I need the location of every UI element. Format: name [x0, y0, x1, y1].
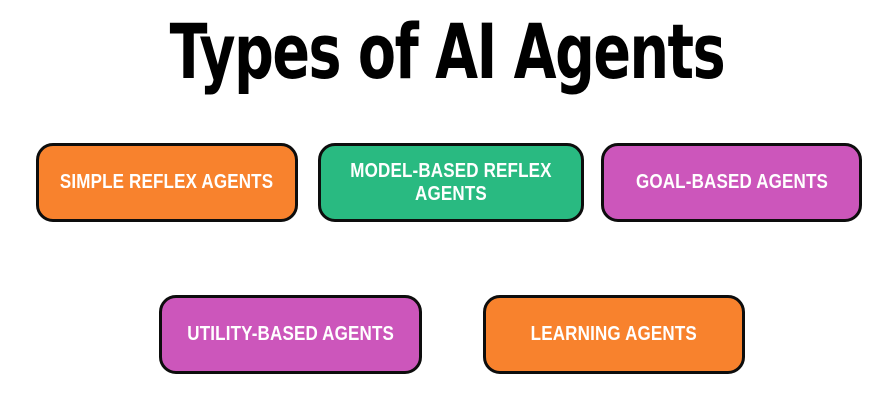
page-title: Types of AI Agents	[0, 2, 893, 102]
agent-box-label: SIMPLE REFLEX AGENTS	[60, 171, 274, 193]
agent-box-utility-based: UTILITY-BASED AGENTS	[159, 295, 422, 374]
agent-box-simple-reflex: SIMPLE REFLEX AGENTS	[36, 143, 298, 222]
page-title-text: Types of AI Agents	[169, 7, 725, 96]
agent-box-model-based-reflex: MODEL-BASED REFLEX AGENTS	[318, 143, 584, 222]
agent-box-learning: LEARNING AGENTS	[483, 295, 745, 374]
agent-box-label: MODEL-BASED REFLEX AGENTS	[350, 159, 552, 205]
agent-box-label: GOAL-BASED AGENTS	[635, 171, 828, 193]
agent-box-label: LEARNING AGENTS	[530, 323, 698, 345]
agent-box-label: UTILITY-BASED AGENTS	[187, 323, 394, 345]
agent-box-goal-based: GOAL-BASED AGENTS	[601, 143, 862, 222]
